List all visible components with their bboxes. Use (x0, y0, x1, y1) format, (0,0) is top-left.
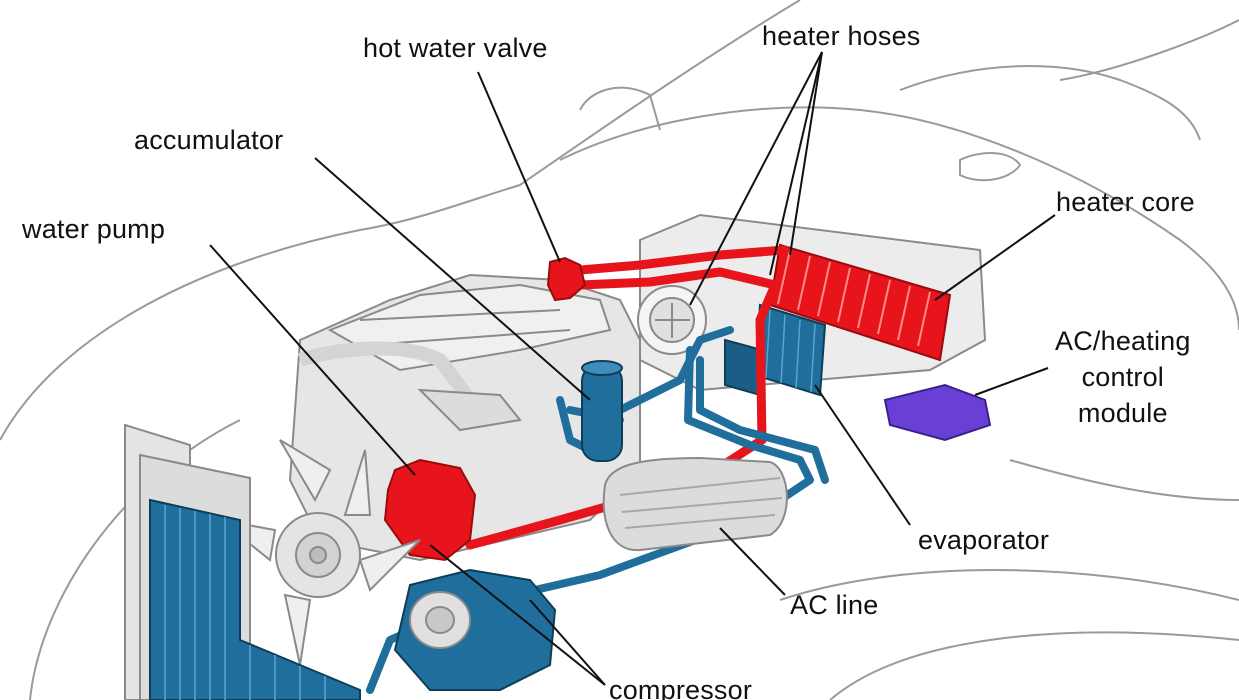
leader-heater-hoses-1 (689, 51, 823, 306)
leader-water-pump (209, 244, 416, 476)
leader-heater-hoses-3 (789, 51, 823, 256)
leader-compressor-1 (529, 599, 606, 686)
leader-evaporator (814, 384, 911, 526)
leader-control-module (974, 367, 1049, 396)
evaporator-illustration (724, 303, 827, 397)
label-ac-heating-line-1: AC/heating (1055, 326, 1191, 356)
heater-core-illustration (768, 243, 952, 362)
control-module-illustration (883, 383, 992, 442)
label-water-pump: water pump (22, 214, 166, 244)
label-compressor: compressor (609, 675, 753, 700)
label-ac-line: AC line (790, 590, 879, 620)
ac-line-canister-illustration (602, 456, 788, 552)
label-hot-water-valve: hot water valve (363, 33, 548, 63)
leader-heater-hoses-2 (769, 51, 823, 276)
radiator-fan-illustration (219, 439, 421, 666)
label-evaporator: evaporator (918, 525, 1050, 555)
label-ac-heating-line-2: control (1081, 362, 1165, 392)
leader-ac-line (719, 527, 786, 596)
leader-compressor-2 (429, 544, 606, 686)
label-heater-hoses: heater hoses (762, 21, 921, 51)
water-pump-illustration (383, 458, 477, 562)
accumulator-illustration (581, 360, 623, 462)
compressor-illustration (393, 568, 557, 691)
label-heater-core: heater core (1056, 187, 1195, 217)
hot-water-valve-illustration (546, 256, 587, 302)
radiator-condenser-illustration (124, 423, 361, 700)
label-ac-heating-line-3: module (1077, 398, 1168, 428)
leader-lines (209, 51, 1056, 686)
label-ac-heating-control-module: AC/heating control module (1055, 323, 1191, 431)
label-accumulator: accumulator (134, 125, 284, 155)
leader-accumulator (314, 157, 591, 401)
leader-hot-water-valve (477, 71, 561, 263)
leader-heater-core (934, 214, 1056, 301)
